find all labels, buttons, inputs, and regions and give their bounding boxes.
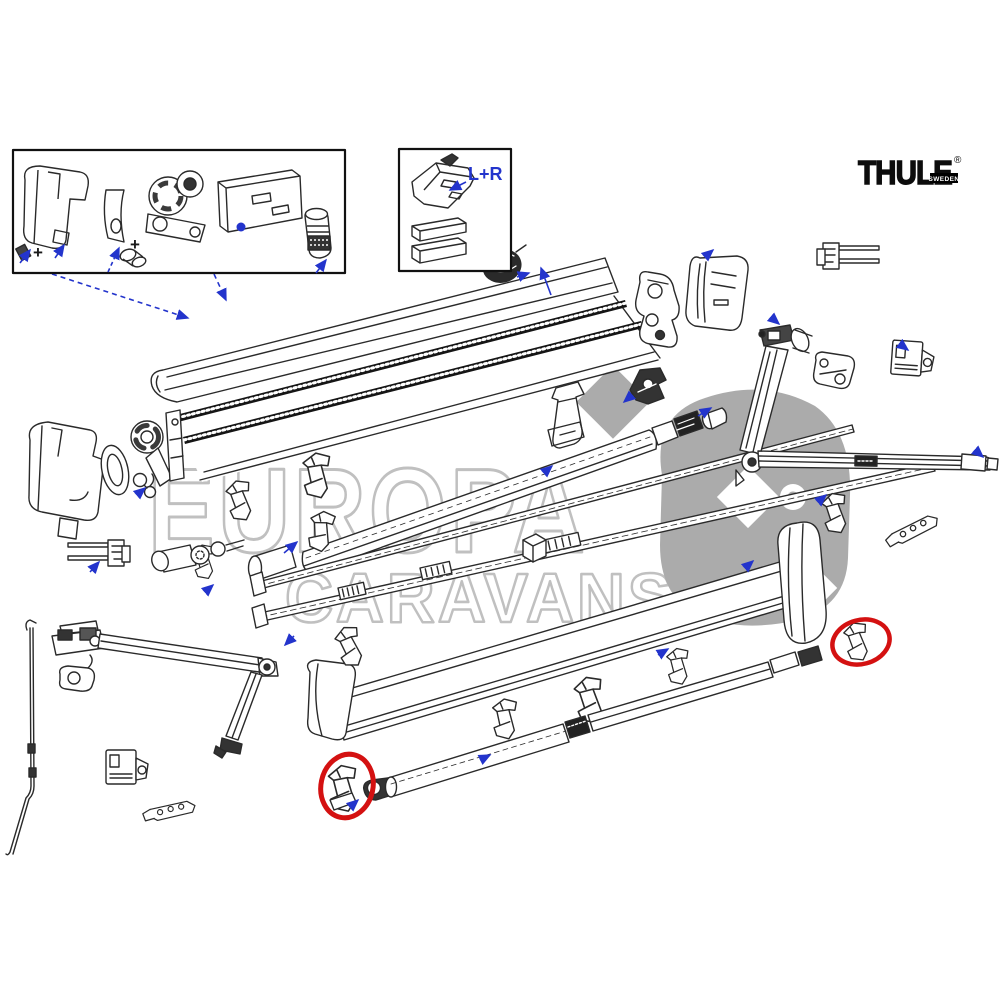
cassette-lid-profile (150, 257, 619, 403)
kit-bracket (103, 189, 125, 243)
left-end-cap (28, 421, 105, 540)
kit-gear-assembly (145, 170, 206, 243)
spacer-block (522, 533, 547, 563)
sweden-badge (930, 173, 958, 183)
fabric-roll-band (170, 295, 661, 482)
left-support-arm (51, 620, 279, 759)
arm-knuckle (58, 654, 96, 692)
thule-logo-text: THULE (858, 154, 952, 191)
kit-cylinder-adapter (304, 207, 332, 259)
kit-bushing (119, 248, 147, 268)
motor-end-piece (812, 351, 856, 390)
end-cap-disc (100, 444, 130, 496)
rail-slider (419, 560, 453, 581)
inset-box-endcap-kit: + + (11, 148, 347, 275)
fabric-clamp (547, 381, 585, 449)
awning-parts (5, 242, 999, 856)
lead-rail-lower (251, 462, 936, 629)
gearbox-bracket (629, 367, 667, 405)
kit-end-cap (22, 165, 90, 250)
highlight-circle-left (318, 751, 376, 821)
front-panel-profile (306, 555, 813, 741)
idler-roller (790, 327, 813, 354)
front-panel-left-cap (306, 659, 357, 741)
inset-box-lr-kit: L+R (397, 147, 513, 273)
blue-dot-marker (236, 222, 246, 232)
lr-arrow (448, 179, 467, 191)
callout-arrows (51, 248, 985, 812)
kit-arrows (18, 243, 327, 274)
gear-hub (130, 420, 173, 487)
lr-bar-top (411, 217, 467, 242)
right-end-cover (777, 521, 827, 644)
lr-bar-bottom (411, 237, 467, 264)
kit-led-cover (217, 169, 303, 233)
plus-mark: + (33, 243, 43, 262)
registered-mark: ® (954, 155, 962, 166)
rail-slider (337, 581, 367, 601)
roller-tube (151, 407, 728, 581)
highlight-circle-right (830, 617, 892, 667)
roller-motor-insert (151, 539, 245, 573)
right-support-arm (735, 324, 999, 487)
end-mount-plate (165, 409, 185, 482)
right-gear-bracket (634, 271, 680, 348)
right-end-cap (685, 255, 749, 331)
crank-rod (5, 619, 37, 856)
thule-logo: THULE ® SWEDEN (857, 153, 962, 191)
sweden-badge-text: SWEDEN (929, 176, 960, 183)
left-right-label: L+R (468, 164, 503, 184)
plus-mark: + (130, 235, 140, 254)
highlight-markers (318, 617, 892, 821)
